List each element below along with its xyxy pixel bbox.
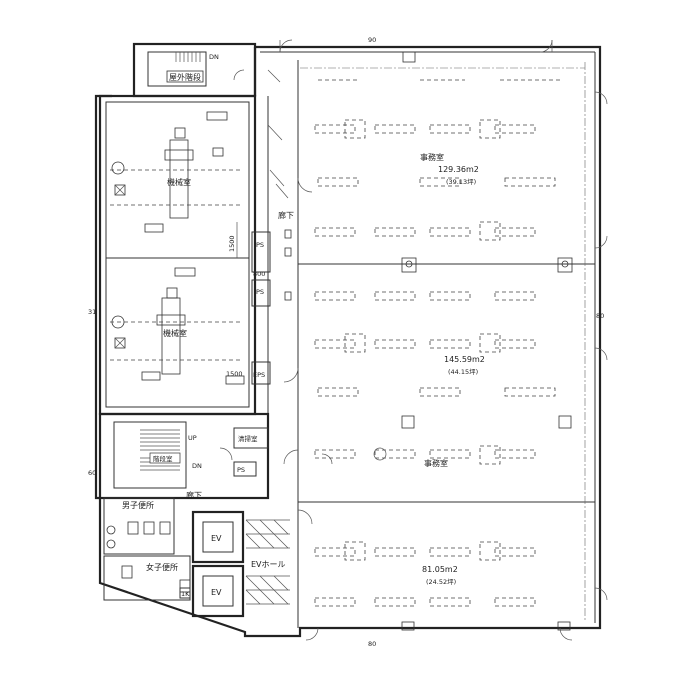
label-office-top-tsubo: (39.13坪) [446, 178, 476, 186]
stair-core: UP DN 階段室 清掃室 PS [98, 412, 270, 500]
label-corridor-2: 廊下 [186, 490, 202, 500]
grid-left: 31 [88, 308, 96, 316]
label-womens-toilet: 女子便所 [146, 562, 178, 572]
office-labels: 事務室 129.36m2 (39.13坪) 145.59m2 (44.15坪) … [420, 152, 485, 586]
label-eps: EPS [253, 371, 265, 379]
grid-top: 90 [368, 36, 376, 44]
corridor-strip: PS PS EPS 廊下 [251, 60, 313, 628]
label-mens-toilet: 男子便所 [122, 500, 154, 510]
label-up: UP [188, 434, 197, 442]
label-cleaning-room: 清掃室 [238, 434, 258, 443]
doors [279, 39, 608, 641]
label-outdoor-stair: 屋外階段 [169, 72, 201, 82]
label-machine-room-1: 機械室 [167, 177, 191, 187]
label-dn-top: DN [209, 53, 219, 61]
label-office-top: 事務室 [420, 152, 444, 162]
label-ps-2: PS [256, 288, 264, 296]
dim-1500: 1500 [228, 235, 236, 252]
label-ps-3: PS [237, 466, 245, 474]
label-ev-2: EV [211, 588, 222, 597]
label-dn-stair: DN [192, 462, 202, 470]
label-stairs: 階段室 [153, 454, 173, 463]
label-office-bottom-tsubo: (24.52坪) [426, 578, 456, 586]
machine-room-block: 機械室 機械室 [98, 94, 257, 416]
label-office-bottom-area: 81.05m2 [422, 565, 458, 574]
label-office-top-area: 129.36m2 [438, 165, 479, 174]
grid-markers: 31 60 80 90 80 [88, 36, 604, 648]
label-machine-room-2: 機械室 [163, 328, 187, 338]
label-1k: 1K [181, 590, 190, 598]
label-ev-1: EV [211, 534, 222, 543]
toilet-block: 男子便所 女子便所 1K 廊下 [103, 490, 202, 601]
office-divisions [298, 51, 595, 631]
grid-bottom: 80 [368, 640, 376, 648]
grid-right: 80 [596, 312, 604, 320]
grid-left-2: 60 [88, 469, 96, 477]
label-ev-hall: EVホール [251, 560, 286, 569]
dim-1500b: 1500 [226, 370, 243, 378]
dim-800: 800 [253, 270, 265, 278]
label-ps-1: PS [256, 241, 264, 249]
dimension-marks: 1500 800 1500 [226, 222, 265, 378]
label-corridor-1: 廊下 [278, 210, 294, 220]
label-office-mid-area: 145.59m2 [444, 355, 485, 364]
elevator-core: EV EV EVホール [191, 510, 293, 618]
outdoor-stair: DN 屋外階段 [132, 42, 257, 98]
label-office-bottom: 事務室 [424, 458, 448, 468]
label-office-mid-tsubo: (44.15坪) [448, 368, 478, 376]
ceiling-fixtures [314, 79, 560, 607]
